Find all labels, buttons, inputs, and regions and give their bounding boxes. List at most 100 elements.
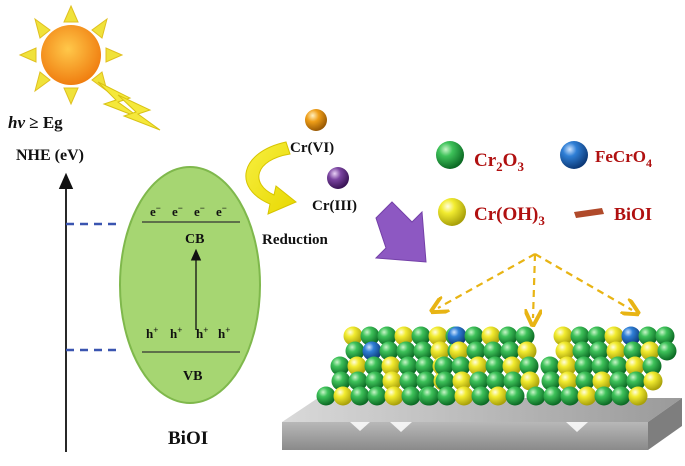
svg-text:h+: h+ — [196, 325, 208, 341]
croh3-sphere — [604, 326, 624, 346]
croh3-sphere — [557, 356, 577, 376]
fecro4-sphere — [447, 326, 467, 346]
fecro4-sphere — [362, 341, 382, 361]
fecro4-legend-sphere — [560, 141, 588, 169]
cr2o3-sphere — [434, 356, 454, 376]
cr2o3-sphere — [526, 386, 546, 406]
croh3-sphere — [481, 326, 501, 346]
particle-clusters — [316, 326, 677, 406]
cr2o3-sphere — [541, 371, 561, 391]
croh3-sphere — [553, 326, 573, 346]
cr2o3-sphere — [379, 341, 399, 361]
croh3-sphere — [468, 356, 488, 376]
cr2o3-legend-label: Cr2O3 — [474, 150, 524, 174]
cr2o3-sphere — [575, 371, 595, 391]
cr2o3-sphere — [364, 356, 384, 376]
croh3-sphere — [555, 341, 575, 361]
croh3-sphere — [520, 371, 540, 391]
croh3-sphere — [394, 326, 414, 346]
cr2o3-sphere — [543, 386, 563, 406]
cr2o3-sphere — [515, 326, 535, 346]
croh3-sphere — [454, 386, 474, 406]
cr2o3-sphere — [485, 356, 505, 376]
croh3-sphere — [382, 371, 402, 391]
cb-label: CB — [185, 232, 204, 247]
croh3-sphere — [343, 326, 363, 346]
substrate-plate — [282, 398, 682, 450]
cr2o3-sphere — [420, 386, 440, 406]
cr2o3-sphere — [626, 371, 646, 391]
cr2o3-sphere — [345, 341, 365, 361]
svg-text:h+: h+ — [146, 325, 158, 341]
cr2o3-sphere — [464, 326, 484, 346]
croh3-sphere — [558, 371, 578, 391]
reduction-arrow — [245, 141, 297, 215]
distribution-arrows — [438, 253, 632, 318]
cr2o3-sphere — [572, 341, 592, 361]
croh3-sphere — [347, 356, 367, 376]
cr2o3-sphere — [367, 386, 387, 406]
cr2o3-sphere — [360, 326, 380, 346]
croh3-sphere — [592, 371, 612, 391]
cr2o3-sphere — [591, 356, 611, 376]
croh3-sphere — [428, 326, 448, 346]
cr2o3-sphere — [657, 341, 677, 361]
croh3-sphere — [577, 386, 597, 406]
cr2o3-sphere — [505, 386, 525, 406]
cr2o3-sphere — [655, 326, 675, 346]
croh3-sphere — [625, 356, 645, 376]
crvi-sphere — [305, 109, 327, 131]
cr2o3-sphere — [396, 341, 416, 361]
cr2o3-sphere — [519, 356, 539, 376]
lightning-icon — [97, 81, 161, 131]
cr2o3-sphere — [469, 371, 489, 391]
fecro4-legend-label: FeCrO4 — [595, 147, 652, 170]
croh3-sphere — [606, 341, 626, 361]
photon-energy-label: hv ≥ Eg — [8, 113, 63, 132]
cr2o3-sphere — [642, 356, 662, 376]
cr2o3-sphere — [330, 356, 350, 376]
croh3-sphere — [452, 371, 472, 391]
hole-row: h+ h+ h+ h+ — [146, 325, 230, 341]
cr2o3-sphere — [500, 341, 520, 361]
cr2o3-sphere — [348, 371, 368, 391]
croh3-sphere — [381, 356, 401, 376]
cr2o3-sphere — [540, 356, 560, 376]
cr2o3-sphere — [471, 386, 491, 406]
croh3-sphere — [430, 341, 450, 361]
cr2o3-sphere — [350, 386, 370, 406]
cr2o3-sphere — [574, 356, 594, 376]
bioi-legend-label: BiOI — [614, 204, 652, 224]
cr2o3-legend-sphere — [436, 141, 464, 169]
crvi-label: Cr(VI) — [290, 140, 334, 156]
croh3-sphere — [488, 386, 508, 406]
croh3-legend-sphere — [438, 198, 466, 226]
cr2o3-sphere — [416, 371, 436, 391]
cr2o3-sphere — [365, 371, 385, 391]
cr2o3-sphere — [435, 371, 455, 391]
cr2o3-sphere — [503, 371, 523, 391]
axis-label: NHE (eV) — [16, 147, 84, 164]
cr2o3-sphere — [399, 371, 419, 391]
material-label: BiOI — [168, 428, 208, 449]
svg-text:e−: e− — [150, 203, 161, 219]
fecro4-sphere — [621, 326, 641, 346]
cr2o3-sphere — [611, 386, 631, 406]
cr2o3-sphere — [638, 326, 658, 346]
cr2o3-sphere — [401, 386, 421, 406]
croh3-sphere — [502, 356, 522, 376]
bioi-legend-flake — [574, 208, 604, 218]
croh3-sphere — [640, 341, 660, 361]
process-arrow — [374, 201, 427, 263]
cr2o3-sphere — [411, 326, 431, 346]
cr2o3-sphere — [377, 326, 397, 346]
croh3-sphere — [517, 341, 537, 361]
cr2o3-sphere — [608, 356, 628, 376]
svg-text:h+: h+ — [218, 325, 230, 341]
criii-sphere — [327, 167, 349, 189]
svg-text:e−: e− — [216, 203, 227, 219]
cr2o3-sphere — [623, 341, 643, 361]
cr2o3-sphere — [398, 356, 418, 376]
bioi-particle — [119, 166, 261, 404]
